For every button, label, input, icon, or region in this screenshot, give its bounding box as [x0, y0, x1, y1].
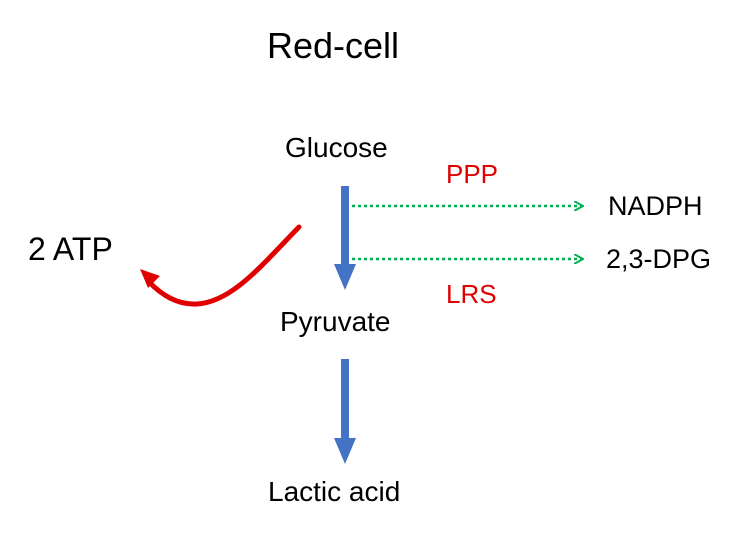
glucose-label: Glucose	[285, 132, 388, 163]
lactic-acid-label: Lactic acid	[268, 476, 401, 507]
glucose-to-pyruvate-arrow	[334, 186, 356, 290]
dpg-label: 2,3-DPG	[606, 244, 712, 274]
nadph-label: NADPH	[608, 191, 703, 221]
atp-label: 2 ATP	[28, 231, 113, 267]
atp-yield-arrow	[140, 224, 302, 307]
lrs-label: LRS	[446, 279, 497, 309]
pyruvate-to-lactic-acid-arrow	[334, 359, 356, 464]
pyruvate-label: Pyruvate	[280, 306, 391, 337]
diagram-title: Red-cell	[267, 25, 400, 66]
ppp-label: PPP	[446, 159, 499, 189]
